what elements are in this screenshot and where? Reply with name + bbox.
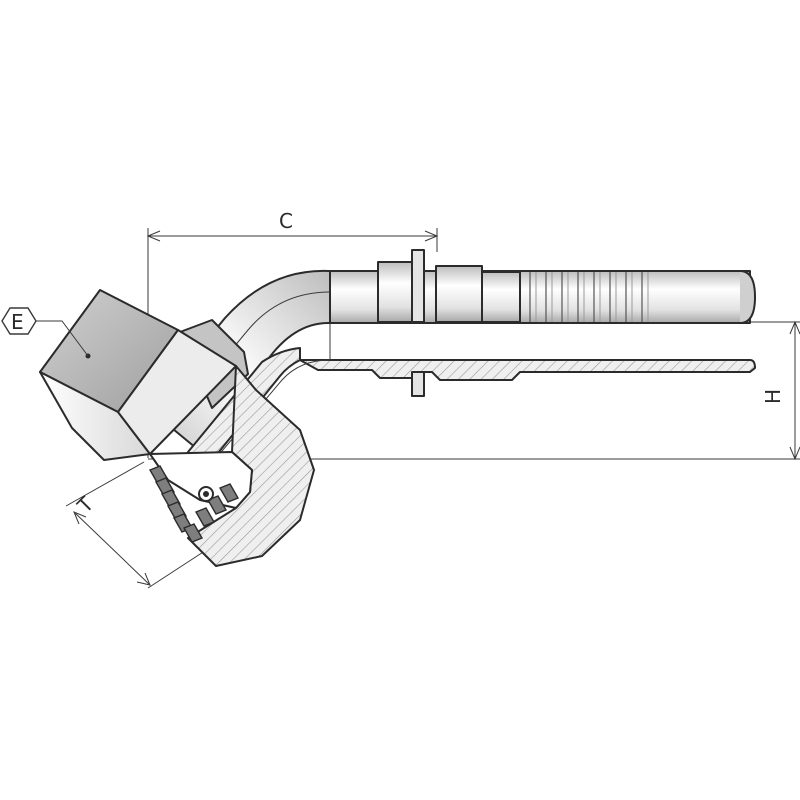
dim-t-arrow-bottom	[136, 572, 151, 586]
shank-end	[739, 270, 756, 324]
callout-e-leader	[36, 320, 89, 357]
dim-h-label: H	[761, 389, 785, 404]
shank-section-hatch	[299, 359, 756, 381]
dim-c-arrow-left	[146, 230, 161, 242]
section-ring	[411, 371, 425, 397]
shank-groove-1	[435, 265, 483, 323]
swivel-nut	[39, 289, 249, 461]
dim-t-arrow-top	[73, 511, 87, 525]
shank-serrations	[529, 272, 643, 322]
dim-t-line	[73, 511, 151, 586]
callout-e: E	[1, 307, 89, 357]
shank-section	[299, 323, 756, 397]
o-ring-core	[203, 491, 209, 497]
shank-groove-2	[481, 271, 521, 323]
callout-e-label: E	[11, 310, 24, 334]
hex-front-face	[39, 371, 151, 461]
dim-t-extension-a	[65, 461, 145, 507]
elbow-bore-lower	[205, 359, 331, 471]
dim-h-arrow-bottom	[789, 446, 800, 461]
dim-h-arrow-top	[789, 320, 800, 335]
hose-shank	[329, 249, 756, 324]
dim-c-label: C	[279, 209, 293, 233]
nut-thread	[148, 465, 240, 543]
shank-locking-ring	[411, 249, 425, 323]
elbow-bore-upper	[169, 291, 331, 425]
dim-c-arrow-right	[424, 230, 439, 242]
nut-section	[148, 365, 315, 567]
